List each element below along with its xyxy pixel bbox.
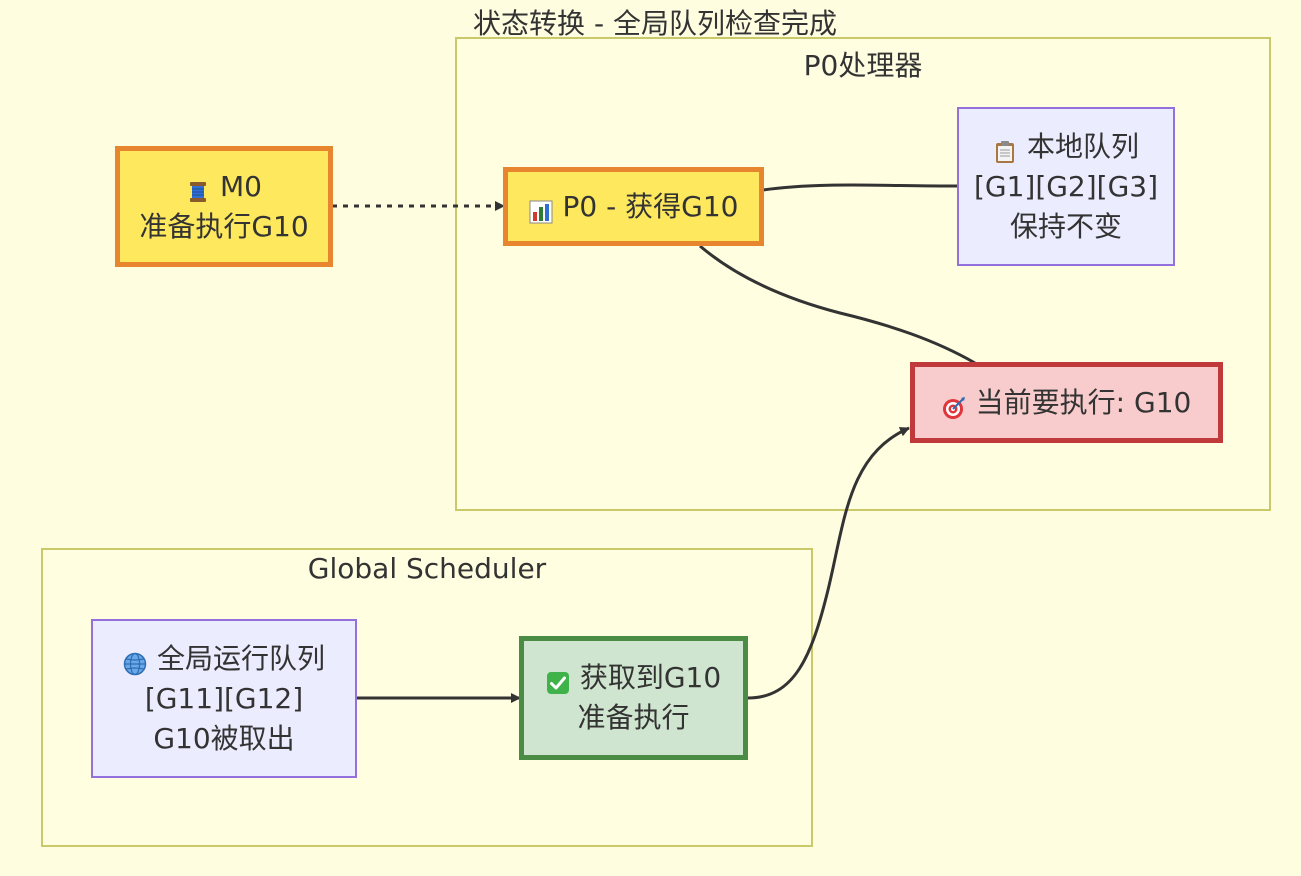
got-g10-node[interactable]: 获取到G10 准备执行 <box>519 636 748 760</box>
got-g10-node-label-1: 获取到G10 <box>579 661 722 694</box>
local-queue-node-label-1: 本地队列 <box>1026 129 1139 163</box>
p0-node-label: P0 - 获得G10 <box>562 189 739 223</box>
clipboard-icon <box>993 135 1017 163</box>
m0-node-label-1: M0 <box>220 169 262 203</box>
p0-node[interactable]: P0 - 获得G10 <box>503 167 764 246</box>
edge-p0-to-local-queue <box>762 183 959 192</box>
global-queue-node[interactable]: 全局运行队列 [G11][G12] G10被取出 <box>91 619 357 778</box>
diagram-title: 状态转换 - 全局队列检查完成 <box>473 7 837 40</box>
globe-icon <box>123 647 147 675</box>
bar-chart-icon <box>529 195 553 223</box>
local-queue-node-label-3: 保持不变 <box>1009 209 1122 243</box>
p0-processor-cluster-label: P0处理器 <box>803 49 923 82</box>
global-queue-node-label-2: [G11][G12] <box>144 681 304 715</box>
current-execute-node-label: 当前要执行: G10 <box>975 385 1192 419</box>
edge-got-to-current <box>747 426 910 700</box>
got-g10-node-label-2: 准备执行 <box>577 701 690 734</box>
target-icon <box>942 391 966 419</box>
global-queue-node-label-3: G10被取出 <box>153 721 295 755</box>
local-queue-node-label-2: [G1][G2][G3] <box>973 169 1159 203</box>
edge-p0-to-current <box>699 244 976 365</box>
global-scheduler-cluster-label: Global Scheduler <box>307 552 547 585</box>
local-queue-node[interactable]: 本地队列 [G1][G2][G3] 保持不变 <box>957 107 1175 266</box>
current-execute-node[interactable]: 当前要执行: G10 <box>910 362 1223 443</box>
m0-node[interactable]: M0 准备执行G10 <box>115 146 333 267</box>
thread-spool-icon <box>186 175 210 202</box>
m0-node-label-2: 准备执行G10 <box>139 209 309 243</box>
global-queue-node-label-1: 全局运行队列 <box>156 641 325 675</box>
check-icon <box>546 666 570 694</box>
